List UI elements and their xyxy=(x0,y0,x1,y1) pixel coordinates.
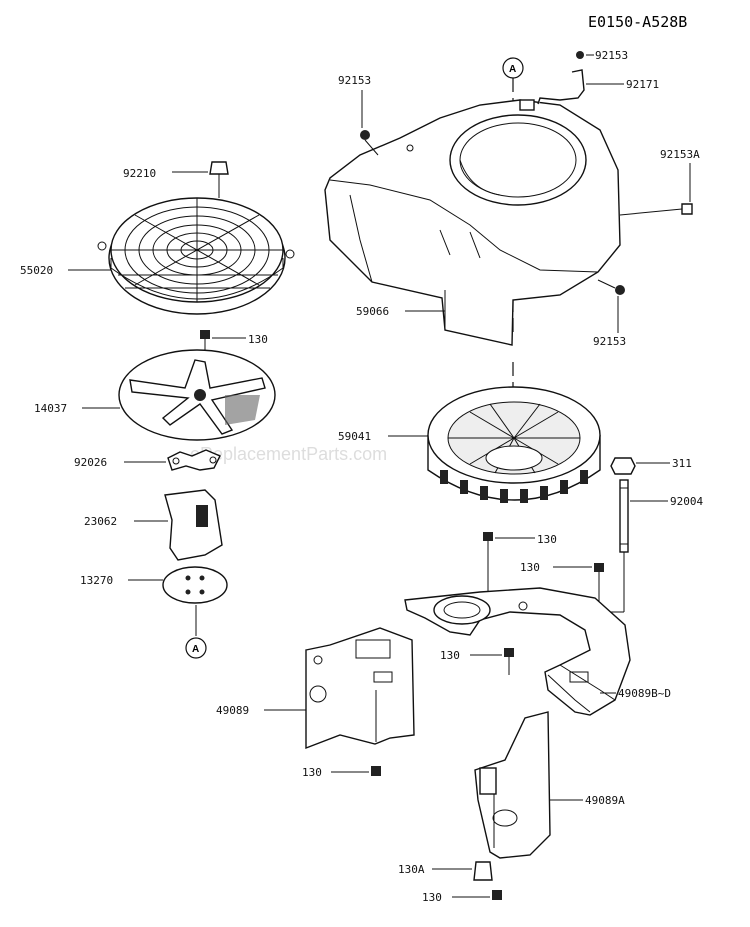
label-13270: 13270 xyxy=(80,574,113,587)
label-92153-top-left: 92153 xyxy=(338,74,371,87)
label-49089A: 49089A xyxy=(585,794,625,807)
label-59066: 59066 xyxy=(356,305,389,318)
watermark: eReplacementParts.com xyxy=(190,444,387,464)
baffle-49089A xyxy=(474,711,551,859)
bracket-23062 xyxy=(164,489,223,561)
bracket-92171 xyxy=(537,69,585,105)
bolt-92153-right-lower xyxy=(597,279,625,295)
label-55020: 55020 xyxy=(20,264,53,277)
diagram-id: E0150-A528B xyxy=(588,13,687,31)
label-130-upper: 130 xyxy=(248,333,268,346)
plate-92026 xyxy=(167,449,221,471)
label-130-lower: 130 xyxy=(302,766,322,779)
disc-13270 xyxy=(162,566,228,604)
bolt-130-mid xyxy=(483,532,493,600)
label-92026: 92026 xyxy=(74,456,107,469)
label-130-mid: 130 xyxy=(537,533,557,546)
bolt-92153-top-right xyxy=(576,51,584,59)
cooling-fan xyxy=(118,349,276,441)
nut-311 xyxy=(610,457,636,475)
label-92171: 92171 xyxy=(626,78,659,91)
label-92210: 92210 xyxy=(123,167,156,180)
baffle-49089 xyxy=(305,627,415,750)
label-59041: 59041 xyxy=(338,430,371,443)
bolt-92153A xyxy=(619,203,693,216)
label-23062: 23062 xyxy=(84,515,117,528)
bolt-92153-shroud-left xyxy=(360,130,379,156)
bolt-130A xyxy=(473,861,493,881)
label-92004: 92004 xyxy=(670,495,703,508)
label-14037: 14037 xyxy=(34,402,67,415)
label-49089B-D: 49089B~D xyxy=(618,687,671,700)
ref-marker-top-label: A xyxy=(509,64,516,75)
blower-housing-shroud xyxy=(324,99,621,346)
label-49089: 49089 xyxy=(216,704,249,717)
flywheel xyxy=(427,386,601,503)
bolt-130-lower xyxy=(371,766,381,776)
ref-marker-bottom: A xyxy=(185,637,207,659)
ref-marker-top: A xyxy=(502,57,524,79)
label-92153-right-lower: 92153 xyxy=(593,335,626,348)
bolt-130-baffle xyxy=(504,648,514,657)
label-130A: 130A xyxy=(398,863,425,876)
label-92153-top-right: 92153 xyxy=(595,49,628,62)
ref-marker-bottom-label: A xyxy=(192,644,199,655)
nut-92210 xyxy=(209,161,229,198)
bolt-130-bottom xyxy=(492,890,502,900)
rotating-screen xyxy=(97,197,295,315)
label-130-bottom: 130 xyxy=(422,891,442,904)
label-311: 311 xyxy=(672,457,692,470)
label-130-baffle: 130 xyxy=(440,649,460,662)
baffle-49089BD xyxy=(404,587,631,716)
label-130-right: 130 xyxy=(520,561,540,574)
label-92153A: 92153A xyxy=(660,148,700,161)
stud-92004 xyxy=(619,479,629,553)
